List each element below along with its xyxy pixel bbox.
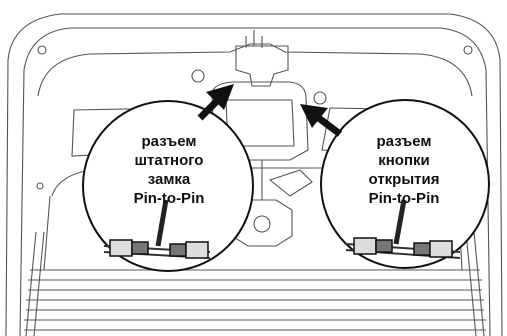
right-pin-connector-icon [345, 199, 461, 259]
right-callout-label: разъем кнопки открытия Pin-to-Pin [342, 132, 466, 208]
left-callout-line: замка [147, 171, 191, 188]
right-callout-line: Pin-to-Pin [368, 190, 440, 207]
arrow-to-latch-connector [197, 84, 234, 121]
arrow-to-button-connector [300, 104, 343, 137]
left-callout-label: разъем штатного замка Pin-to-Pin [108, 132, 230, 208]
right-callout-line: кнопки [378, 152, 430, 169]
left-strut [25, 231, 45, 336]
right-callout-line: разъем [376, 133, 432, 150]
left-callout-circle [82, 100, 254, 272]
latch-mount [235, 45, 289, 87]
left-callout-line: разъем [141, 133, 197, 150]
tailgate-outline [5, 13, 503, 336]
upper-panel [37, 43, 473, 97]
tailgate-inner-outline [19, 27, 491, 336]
left-callout-line: штатного [134, 152, 204, 169]
left-pin-connector-icon [103, 199, 211, 259]
left-callout-line: Pin-to-Pin [133, 190, 205, 207]
right-callout-line: открытия [368, 171, 440, 188]
lock-mechanism [231, 199, 293, 247]
right-strut [465, 231, 485, 336]
right-callout-circle [320, 99, 490, 269]
center-recess [211, 81, 309, 161]
